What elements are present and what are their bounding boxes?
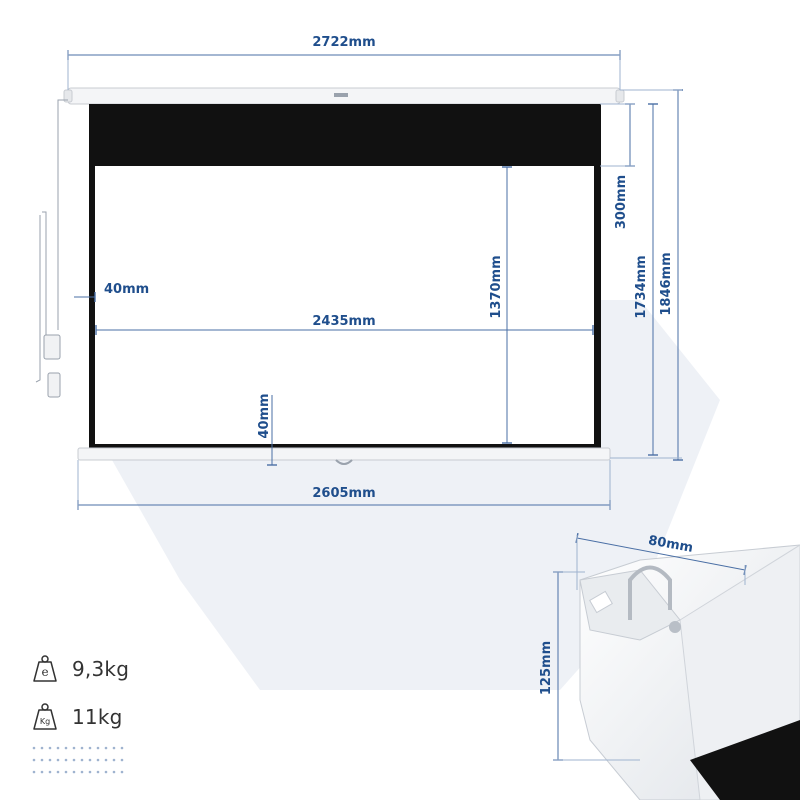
dim-total-width: 2722mm [312, 35, 375, 50]
decor-dot [88, 758, 92, 762]
case-dimension-lines [553, 532, 747, 761]
decor-dot [32, 746, 36, 750]
decor-dot [112, 770, 116, 774]
decor-dot [80, 758, 84, 762]
decor-dot [96, 770, 100, 774]
decor-dot [120, 758, 124, 762]
decor-dot [88, 770, 92, 774]
net-weight-row: e 9,3kg [30, 654, 129, 684]
decor-dot [72, 746, 76, 750]
decor-dot [32, 758, 36, 762]
decor-dot [56, 770, 60, 774]
screen-surface [95, 166, 594, 444]
case-detail [579, 544, 800, 800]
decor-dot [56, 746, 60, 750]
decor-dot [32, 770, 36, 774]
decor-dot [40, 758, 44, 762]
decor-dot [48, 758, 52, 762]
decor-dot [96, 758, 100, 762]
decor-dot [112, 758, 116, 762]
decor-dot [56, 758, 60, 762]
dim-case-to-bottom: 1734mm [634, 255, 649, 318]
decor-dot [96, 746, 100, 750]
net-weight-icon: e [33, 655, 57, 682]
dim-screen-width: 2435mm [312, 314, 375, 329]
cord-and-remote [35, 99, 68, 398]
screen-housing [63, 87, 625, 105]
decor-dot [64, 758, 68, 762]
net-weight-value: 9,3kg [72, 657, 130, 681]
decor-dot [80, 746, 84, 750]
bottom-bar [77, 447, 611, 465]
decor-dot [72, 770, 76, 774]
decor-dot [112, 746, 116, 750]
dot-pattern [32, 746, 124, 774]
decor-dot [40, 746, 44, 750]
decor-dot [48, 746, 52, 750]
decor-dot [64, 770, 68, 774]
dim-top-border: 300mm [614, 175, 629, 229]
decor-dot [104, 770, 108, 774]
gross-weight-icon-text: Kg [40, 717, 50, 726]
dim-total-height: 1846mm [659, 252, 674, 315]
svg-text:e: e [41, 665, 48, 679]
decor-dot [120, 746, 124, 750]
decor-dot [64, 746, 68, 750]
dim-case-height: 125mm [539, 641, 554, 695]
dim-bottom-border: 40mm [257, 393, 272, 438]
dimension-lines [67, 50, 683, 510]
gross-weight-value: 11kg [72, 705, 123, 729]
dim-viewing-height: 1370mm [489, 255, 504, 318]
decor-dot [104, 746, 108, 750]
gross-weight-row: Kg 11kg [30, 702, 123, 732]
decor-dot [88, 746, 92, 750]
decor-dot [80, 770, 84, 774]
gross-weight-icon: Kg [33, 703, 57, 730]
dim-bar-width: 2605mm [312, 486, 375, 501]
dim-side-border: 40mm [104, 282, 149, 297]
decor-dot [48, 770, 52, 774]
decor-dot [72, 758, 76, 762]
decor-dot [104, 758, 108, 762]
decor-dot [120, 770, 124, 774]
decor-dot [40, 770, 44, 774]
